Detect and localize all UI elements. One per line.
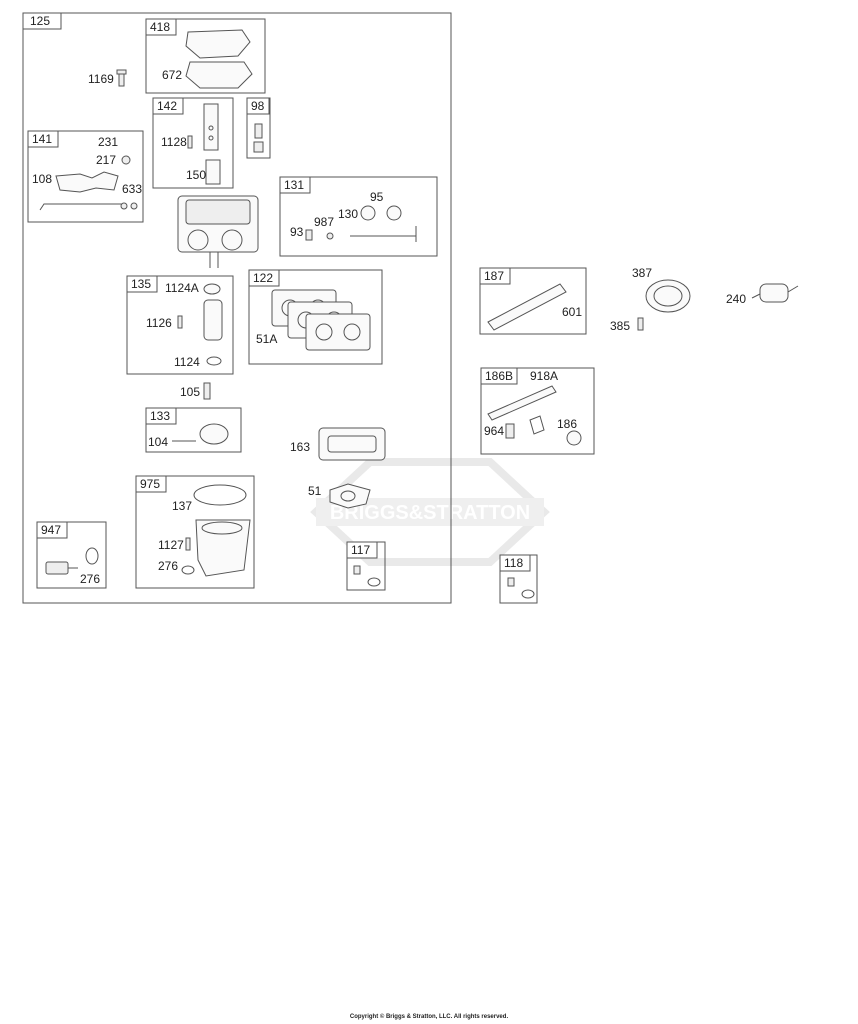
group-131[interactable]: 131 95 987 130 93	[279, 176, 438, 257]
group-141[interactable]: 141 231 217 108 633	[27, 130, 144, 223]
copyright-footer: Copyright © Briggs & Stratton, LLC. All …	[349, 1014, 509, 1020]
part-1126-label: 1126	[146, 316, 172, 330]
part-987-label: 987	[314, 215, 334, 229]
group-98-label: 98	[251, 99, 265, 113]
part-51a-label: 51A	[256, 332, 277, 346]
group-117-label: 117	[351, 543, 370, 557]
part-672-label: 672	[162, 68, 182, 82]
part-385-label: 385	[610, 319, 630, 333]
group-418-label: 418	[150, 20, 170, 34]
part-601-label: 601	[562, 305, 582, 319]
part-240	[759, 283, 789, 303]
group-122-label: 122	[253, 271, 273, 285]
group-186b-label: 186B	[485, 369, 513, 383]
part-105	[203, 382, 211, 400]
part-1128-label: 1128	[161, 135, 187, 149]
group-135-label: 135	[131, 277, 151, 291]
group-118-label: 118	[504, 556, 523, 570]
part-108-label: 108	[32, 172, 52, 186]
part-186-label: 186	[557, 417, 577, 431]
group-131-label: 131	[284, 178, 304, 192]
part-276-label-a: 276	[158, 559, 178, 573]
group-142-label: 142	[157, 99, 177, 113]
part-231-label: 231	[98, 135, 118, 149]
part-104-label: 104	[148, 435, 168, 449]
group-187-label: 187	[484, 269, 504, 283]
group-975-label: 975	[140, 477, 160, 491]
group-133-label: 133	[150, 409, 170, 423]
screw-1169	[116, 69, 127, 87]
part-276-label-b: 276	[80, 572, 100, 586]
part-1124a-label: 1124A	[165, 281, 199, 295]
part-150-label: 150	[186, 168, 206, 182]
part-387-label: 387	[632, 266, 652, 280]
group-98[interactable]: 98	[246, 97, 271, 159]
part-51	[329, 483, 371, 509]
group-122[interactable]: 122 51A	[248, 269, 383, 365]
part-918a-label: 918A	[530, 369, 558, 383]
group-947[interactable]: 947 276	[36, 521, 107, 589]
part-130-label: 130	[338, 207, 358, 221]
group-118[interactable]: 118	[499, 554, 538, 604]
group-947-label: 947	[41, 523, 61, 537]
part-1127-label: 1127	[158, 538, 184, 552]
part-964-label: 964	[484, 424, 504, 438]
part-163-label: 163	[290, 440, 310, 454]
part-217-label: 217	[96, 153, 116, 167]
group-117[interactable]: 117	[346, 541, 386, 591]
group-187[interactable]: 187 601	[479, 267, 587, 335]
group-135[interactable]: 135 1124A 1126 1124	[126, 275, 234, 375]
part-95-label: 95	[370, 190, 384, 204]
part-137-label: 137	[172, 499, 192, 513]
part-1124-label: 1124	[174, 355, 200, 369]
part-633-label: 633	[122, 182, 142, 196]
group-418[interactable]: 418 672	[145, 18, 266, 94]
part-51-label: 51	[308, 484, 322, 498]
group-125-label: 125	[30, 14, 50, 28]
group-133[interactable]: 133 104	[145, 407, 242, 453]
group-975[interactable]: 975 137 1127 276	[135, 475, 255, 589]
part-387	[645, 279, 691, 313]
group-125[interactable]: 125	[22, 12, 452, 604]
part-1169-label: 1169	[88, 72, 114, 86]
group-142[interactable]: 142 1128 150	[152, 97, 234, 189]
part-105-label: 105	[180, 385, 200, 399]
part-163	[318, 427, 386, 461]
watermark-text: BRIGGS&STRATTON	[330, 502, 530, 524]
carburetor-body	[177, 195, 259, 268]
group-186b[interactable]: 186B 918A 964 186	[480, 367, 595, 455]
part-93-label: 93	[290, 225, 304, 239]
group-141-label: 141	[32, 132, 52, 146]
part-240-label: 240	[726, 292, 746, 306]
